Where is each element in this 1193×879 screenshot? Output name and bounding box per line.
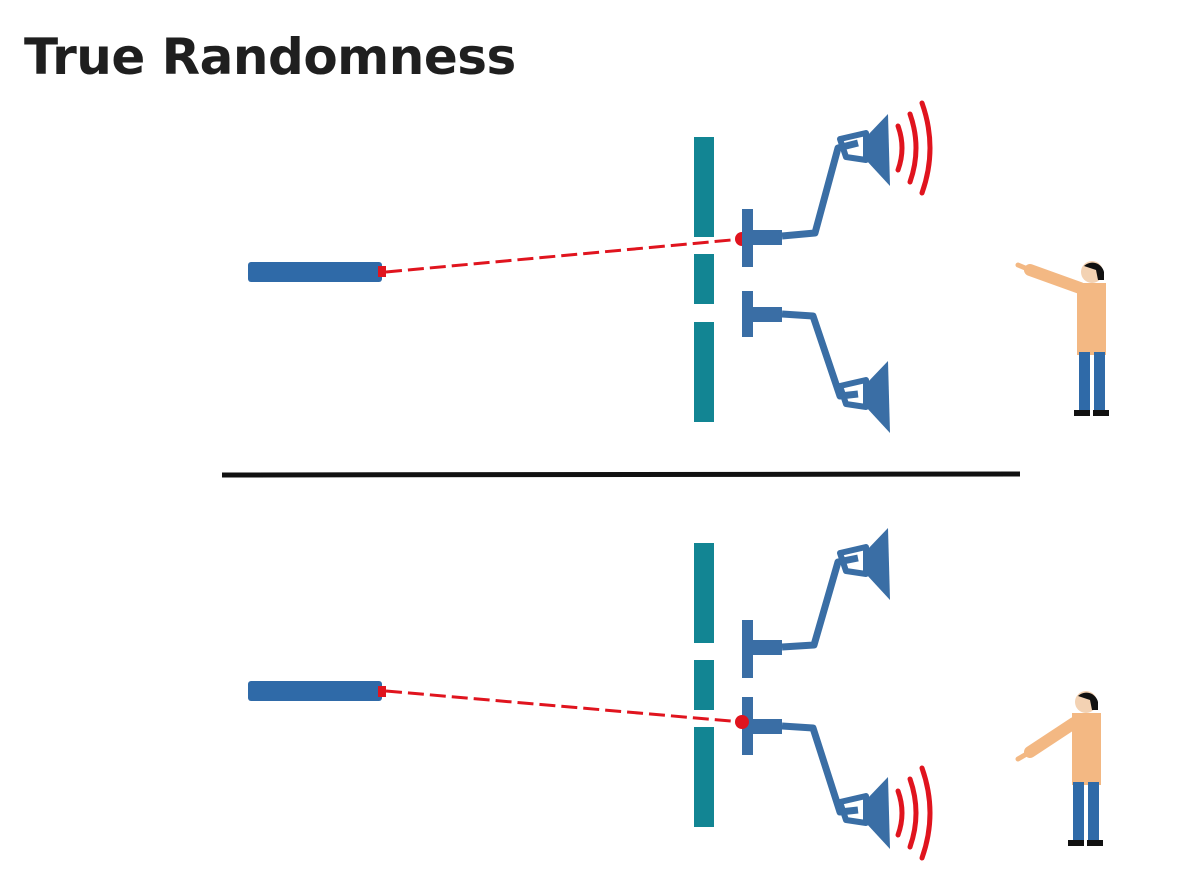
detector-lower <box>742 291 782 337</box>
cable-upper <box>781 554 859 651</box>
divider-line <box>221 471 1021 478</box>
speaker-upper <box>837 528 890 600</box>
title: True Randomness <box>24 28 516 86</box>
detector-upper <box>742 209 782 267</box>
sound-waves <box>895 765 933 861</box>
experiment-top <box>248 100 1109 433</box>
experiment-bottom <box>248 528 1103 861</box>
photon-dot <box>735 715 749 729</box>
laser-beam <box>385 689 743 724</box>
observer-person <box>1015 691 1103 846</box>
observer-person <box>1015 261 1109 416</box>
laser-emitter <box>248 262 386 282</box>
cable-upper <box>781 139 859 240</box>
speaker-lower <box>837 777 890 849</box>
cable-lower <box>781 722 859 816</box>
sound-waves <box>895 100 933 196</box>
double-slit-plate <box>694 543 714 827</box>
speaker-lower <box>837 361 890 433</box>
speaker-upper <box>837 114 890 186</box>
detector-upper <box>742 620 782 678</box>
laser-beam <box>385 237 743 274</box>
cable-lower <box>781 310 859 400</box>
double-slit-plate <box>694 137 714 422</box>
laser-emitter <box>248 681 386 701</box>
detector-lower <box>742 697 782 755</box>
